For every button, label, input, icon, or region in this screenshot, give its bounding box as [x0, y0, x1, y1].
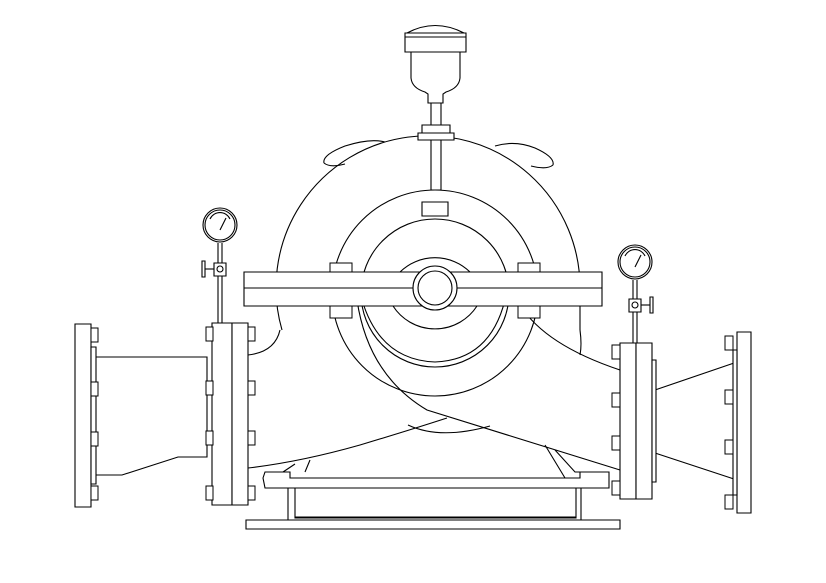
casing-inner-lower — [362, 300, 505, 362]
discharge-flange-hub — [652, 360, 656, 482]
actuator-body — [411, 52, 460, 103]
valve-body-right — [629, 299, 641, 312]
base-inner-box — [295, 488, 576, 518]
right-pressure-gauge — [618, 245, 653, 343]
suction-pump-flange-a — [212, 323, 232, 505]
bolt — [91, 432, 98, 446]
base-foot-plate — [246, 520, 620, 529]
bolt — [725, 336, 733, 350]
base-top-rail — [263, 472, 609, 488]
bolt — [91, 382, 98, 396]
suction-outer-bolts — [91, 328, 98, 500]
bolt — [725, 440, 733, 454]
actuator — [405, 26, 466, 191]
casing-left-lobe — [248, 330, 280, 355]
bolt — [248, 431, 255, 445]
bolt — [248, 327, 255, 341]
lifting-lug-left — [324, 141, 385, 166]
bolt — [725, 390, 733, 404]
actuator-stem — [431, 103, 441, 190]
bolt — [206, 486, 213, 500]
valve-port-right — [632, 302, 638, 308]
discharge-reducer — [612, 332, 751, 513]
discharge-pump-flange-a — [620, 343, 636, 499]
shaft-ring-inner — [418, 271, 452, 305]
discharge-bolts — [612, 336, 733, 509]
bolt — [206, 381, 213, 395]
discharge-cone — [655, 362, 737, 480]
valve-handwheel-right — [650, 297, 653, 313]
left-pressure-gauge — [202, 208, 237, 323]
discharge-outer-flange — [737, 332, 751, 513]
lifting-lug-right — [495, 143, 553, 167]
actuator-cap — [405, 33, 466, 52]
gauge-needle-right — [635, 255, 641, 267]
stem-coupling-lower — [418, 133, 454, 140]
split-flange — [244, 258, 602, 329]
actuator-dome — [407, 26, 464, 34]
valve-port-left — [217, 266, 223, 272]
bolt — [206, 431, 213, 445]
bolt — [91, 328, 98, 342]
volute-tongue — [357, 300, 620, 470]
gauge-face-right — [620, 247, 650, 277]
bolt-nut-top-left — [330, 263, 352, 272]
bolt-nut-top-right — [518, 263, 540, 272]
bolt — [725, 495, 733, 509]
bolt — [91, 486, 98, 500]
suction-pump-bolts — [206, 327, 255, 500]
bolt — [206, 327, 213, 341]
suction-pump-flange-b — [232, 323, 248, 505]
gauge-face-left — [205, 210, 235, 240]
bolt — [612, 393, 620, 407]
bearing-hub — [400, 258, 470, 272]
volute-sweep-left — [248, 418, 447, 468]
valve-handwheel-left — [202, 261, 205, 277]
suction-pipe — [92, 357, 207, 475]
key-block — [422, 202, 448, 216]
bolt — [248, 381, 255, 395]
bolt-nut-bottom-right — [518, 306, 540, 318]
suction-flange-hub — [91, 347, 96, 484]
foot-rib-left — [283, 460, 310, 472]
bolt — [248, 486, 255, 500]
gauge-scale-left — [210, 213, 230, 219]
stem-coupling-upper — [422, 125, 450, 133]
suction-reducer — [75, 323, 255, 507]
gauge-needle-left — [220, 218, 226, 230]
suction-outer-flange — [75, 324, 91, 507]
volute-arc-bottom — [408, 425, 490, 433]
bolt — [612, 345, 620, 359]
bolt-nut-bottom-left — [330, 306, 352, 318]
casing-outer-arc — [276, 136, 580, 330]
base-frame — [246, 472, 620, 529]
casing-right-lobe — [580, 330, 581, 355]
bearing-hub-lower — [393, 306, 477, 329]
valve-body-left — [214, 263, 226, 276]
gauge-scale-right — [625, 250, 645, 256]
bolt — [612, 481, 620, 495]
discharge-pump-flange-b — [636, 343, 652, 499]
discharge-outer-hub — [733, 350, 737, 495]
bolt — [612, 436, 620, 450]
